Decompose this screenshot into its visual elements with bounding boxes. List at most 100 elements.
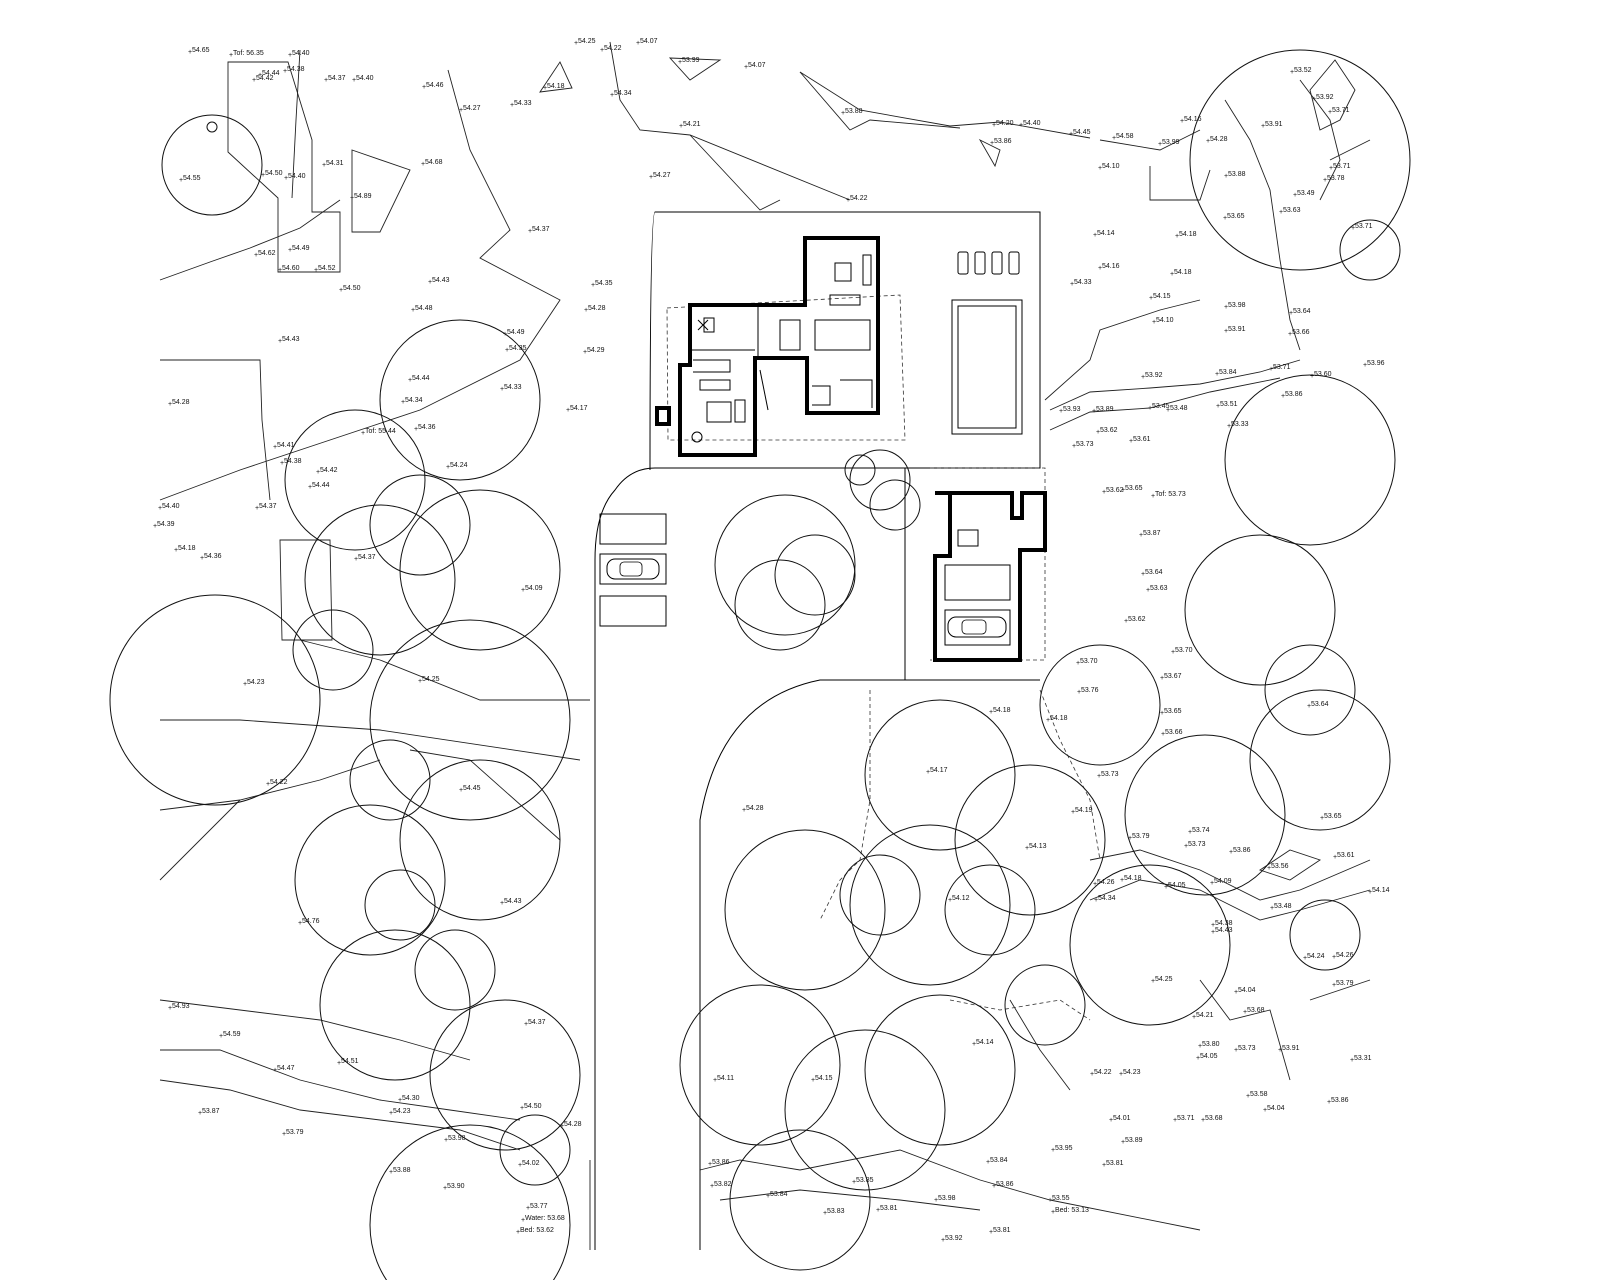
level-marker-icon: + (560, 1123, 564, 1130)
spot-level-label: 54.36 (418, 424, 436, 431)
spot-level-label: 54.27 (653, 172, 671, 179)
spot-level-label: 53.58 (1250, 1091, 1268, 1098)
level-marker-icon: + (1139, 532, 1143, 539)
spot-level-label: 53.86 (996, 1181, 1014, 1188)
parking-bay (599, 553, 667, 585)
spot-level-label: 54.28 (588, 305, 606, 312)
spot-level-label: 54.46 (426, 82, 444, 89)
parking-bay (599, 513, 667, 545)
spot-level-label: 54.45 (463, 785, 481, 792)
spot-level-label: 54.26 (1097, 879, 1115, 886)
driveway-outline (594, 211, 1041, 1250)
level-marker-icon: + (411, 307, 415, 314)
spot-level-label: 53.91 (1282, 1045, 1300, 1052)
spot-level-label: 54.33 (1074, 279, 1092, 286)
level-marker-icon: + (443, 1185, 447, 1192)
spot-level-label: 53.71 (1332, 107, 1350, 114)
spot-level-label: 54.43 (504, 898, 522, 905)
spot-level-label: 54.05 (1168, 882, 1186, 889)
level-marker-icon: + (168, 401, 172, 408)
level-marker-icon: + (1069, 131, 1073, 138)
spot-level-label: 53.74 (1192, 827, 1210, 834)
spot-level-label: 54.27 (463, 105, 481, 112)
spot-level-label: 53.99 (1162, 139, 1180, 146)
level-marker-icon: + (1121, 487, 1125, 494)
spot-level-label: 54.10 (1156, 317, 1174, 324)
spot-level-label: 54.18 (547, 83, 565, 90)
level-marker-icon: + (179, 177, 183, 184)
level-marker-icon: + (811, 1077, 815, 1084)
spot-level-label: 53.49 (1297, 190, 1315, 197)
spot-level-label: 54.59 (223, 1031, 241, 1038)
level-marker-icon: + (352, 77, 356, 84)
spot-level-label: 53.71 (1333, 163, 1351, 170)
level-marker-icon: + (610, 92, 614, 99)
level-marker-icon: + (591, 282, 595, 289)
level-marker-icon: + (1149, 295, 1153, 302)
level-marker-icon: + (288, 247, 292, 254)
spot-level-label: 53.77 (530, 1203, 548, 1210)
level-marker-icon: + (168, 1005, 172, 1012)
level-marker-icon: + (1098, 165, 1102, 172)
spot-level-label: 54.23 (1123, 1069, 1141, 1076)
spot-level-label: 54.22 (604, 45, 622, 52)
level-marker-icon: + (219, 1033, 223, 1040)
level-marker-icon: + (989, 1229, 993, 1236)
spot-level-label: 54.65 (192, 47, 210, 54)
spot-level-label: 54.41 (277, 442, 295, 449)
spot-level-label: 53.87 (1143, 530, 1161, 537)
spot-level-label: 54.60 (282, 265, 300, 272)
level-marker-icon: + (1332, 954, 1336, 961)
spot-level-label: 54.39 (157, 521, 175, 528)
level-marker-icon: + (1151, 493, 1155, 500)
level-marker-icon: + (414, 426, 418, 433)
level-marker-icon: + (350, 195, 354, 202)
level-marker-icon: + (252, 77, 256, 84)
spot-level-label: 54.40 (292, 50, 310, 57)
level-marker-icon: + (298, 920, 302, 927)
parking-bay (599, 595, 667, 627)
spot-level-label: 54.38 (1215, 920, 1233, 927)
level-marker-icon: + (278, 338, 282, 345)
level-marker-icon: + (229, 52, 233, 59)
level-marker-icon: + (1278, 1047, 1282, 1054)
level-marker-icon: + (1170, 271, 1174, 278)
spot-level-label: 54.38 (284, 458, 302, 465)
level-marker-icon: + (1048, 1197, 1052, 1204)
spot-level-label: 54.37 (259, 503, 277, 510)
level-marker-icon: + (846, 197, 850, 204)
level-marker-icon: + (446, 464, 450, 471)
spot-level-label: 53.88 (393, 1167, 411, 1174)
spot-level-label: 53.73 (1188, 841, 1206, 848)
level-marker-icon: + (273, 444, 277, 451)
spot-level-label: 54.10 (1102, 163, 1120, 170)
spot-level-label: 53.86 (994, 138, 1012, 145)
level-marker-icon: + (1184, 843, 1188, 850)
spot-level-label: 54.43 (1215, 927, 1233, 934)
spot-level-label: 53.84 (990, 1157, 1008, 1164)
spot-level-label: 53.73 (1238, 1045, 1256, 1052)
spot-level-label: 53.62 (1100, 427, 1118, 434)
spot-level-label: 53.65 (1164, 708, 1182, 715)
level-marker-icon: + (1094, 897, 1098, 904)
spot-level-label: 54.15 (1153, 293, 1171, 300)
spot-level-label: 54.29 (587, 347, 605, 354)
spot-level-label: 53.45 (1152, 403, 1170, 410)
spot-level-label: 53.92 (945, 1235, 963, 1242)
spot-level-label: 54.01 (1113, 1115, 1131, 1122)
spot-level-label: 54.07 (748, 62, 766, 69)
spot-level-label: 54.02 (522, 1160, 540, 1167)
level-marker-icon: + (823, 1210, 827, 1217)
level-marker-icon: + (1351, 225, 1355, 232)
level-marker-icon: + (1096, 429, 1100, 436)
level-marker-icon: + (649, 174, 653, 181)
level-marker-icon: + (518, 1162, 522, 1169)
level-marker-icon: + (510, 102, 514, 109)
spot-level-label: 53.60 (1314, 371, 1332, 378)
level-marker-icon: + (990, 140, 994, 147)
spot-level-label: 53.88 (845, 108, 863, 115)
spot-level-label: 53.71 (1177, 1115, 1195, 1122)
spot-level-label: 54.26 (1336, 952, 1354, 959)
spot-level-label: 53.91 (1265, 121, 1283, 128)
level-marker-icon: + (1102, 1162, 1106, 1169)
